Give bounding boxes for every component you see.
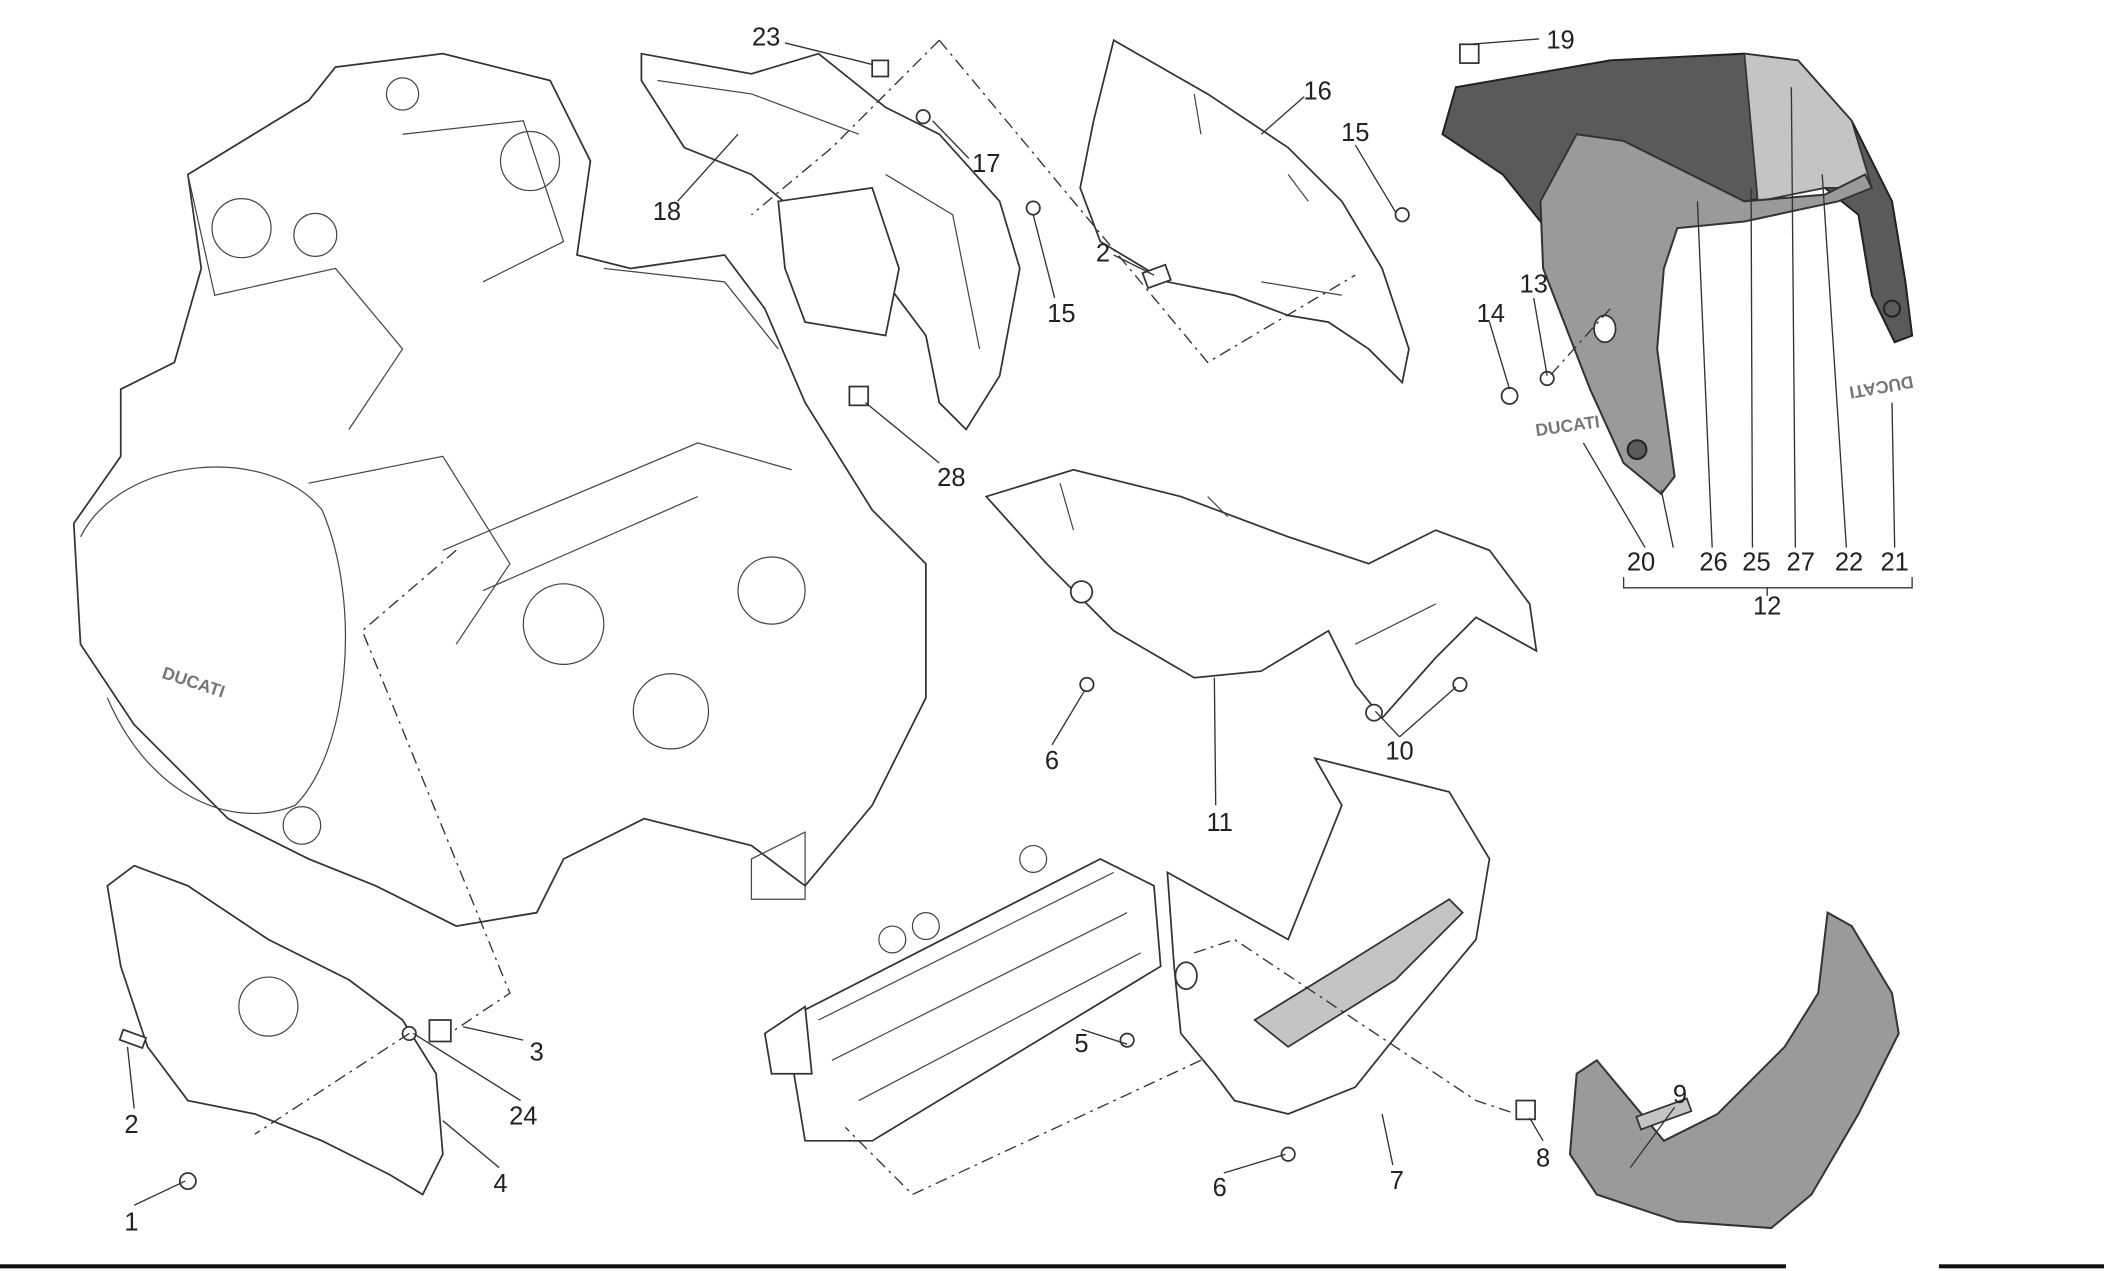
decal-21: DUCATI [1848,372,1915,403]
callout-20: 20 [1627,548,1655,576]
callout-19: 19 [1546,26,1574,54]
callout-12: 12 [1753,593,1781,621]
part-fairing-12: DUCATI DUCATI [1441,52,1915,596]
callout-24: 24 [509,1103,537,1131]
leader-lines [126,38,1896,1206]
callout-6: 6 [1213,1174,1227,1202]
callout-27: 27 [1787,548,1815,576]
callout-7: 7 [1390,1167,1404,1195]
part-left-cover-4 [106,864,444,1196]
callout-17: 17 [972,150,1000,178]
callout-15: 15 [1047,300,1075,328]
part-belly-7 [1166,756,1491,1115]
callout-labels: 23 19 16 15 17 18 15 2 13 14 28 20 26 25… [124,24,1908,1237]
callout-25: 25 [1742,548,1770,576]
bottom-rule [0,1264,2104,1269]
engine-assembly: DUCATI [72,52,927,927]
callout-3: 3 [530,1038,544,1066]
part-belly-pan-9 [1568,911,1900,1230]
callout-28: 28 [937,464,965,492]
callout-16: 16 [1304,77,1332,105]
callout-2: 2 [1096,240,1110,268]
callout-15: 15 [1341,119,1369,147]
assembly-dash-lines [254,39,1611,1196]
part-lower-panel-11 [984,468,1538,722]
part-belt-cover-18 [640,52,1021,431]
callout-6: 6 [1045,747,1059,775]
part-side-panel-16 [1079,38,1410,385]
callout-9: 9 [1673,1081,1687,1109]
callout-1: 1 [124,1209,138,1237]
callout-26: 26 [1699,548,1727,576]
callout-14: 14 [1477,300,1505,328]
callout-4: 4 [493,1170,507,1198]
hardware [178,43,1555,1191]
callout-10: 10 [1385,738,1413,766]
part-radiator [763,844,1162,1142]
callout-21: 21 [1880,548,1908,576]
callout-22: 22 [1835,548,1863,576]
callout-13: 13 [1520,271,1548,299]
decal-20: DUCATI [1534,411,1601,440]
callout-18: 18 [653,198,681,226]
callout-11: 11 [1206,809,1232,837]
callout-5: 5 [1074,1030,1088,1058]
callout-2: 2 [124,1111,138,1139]
callout-8: 8 [1536,1144,1550,1172]
callout-23: 23 [752,24,780,52]
